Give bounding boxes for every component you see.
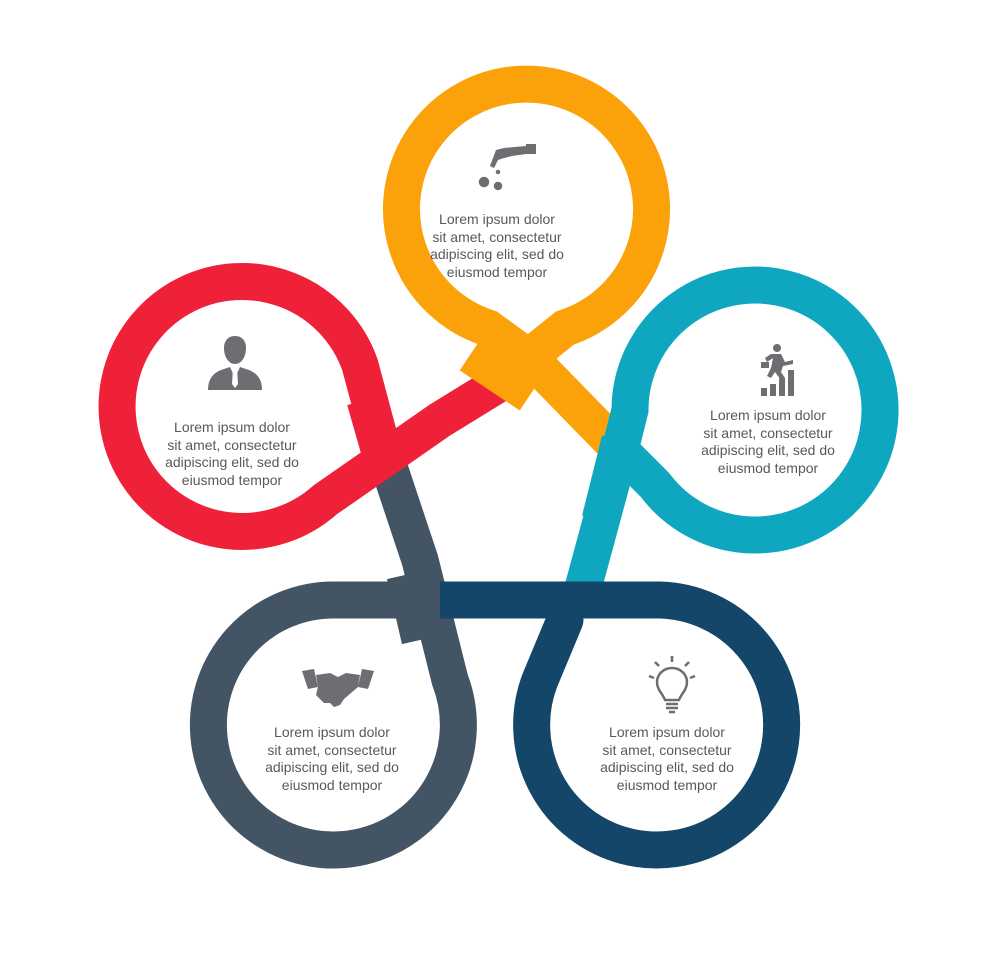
loop-red [98, 263, 524, 550]
text-line: sit amet, consectetur [432, 228, 562, 245]
weave-teal-over [582, 435, 638, 525]
text-line: Lorem ipsum dolor [609, 724, 725, 740]
node-text-red: Lorem ipsum dolor sit amet, consectetur … [127, 419, 337, 489]
text-line: sit amet, consectetur [602, 741, 732, 758]
text-line: eiusmod tempor [446, 263, 548, 280]
text-line: adipiscing elit, sed do [430, 246, 564, 262]
weave-red-over [347, 394, 403, 476]
loop-slate [189, 451, 477, 869]
loop-navy [421, 581, 801, 869]
text-line: Lorem ipsum dolor [710, 407, 826, 423]
weave-slate-over [386, 570, 439, 645]
loop-orange [383, 65, 670, 459]
node-text-slate: Lorem ipsum dolor sit amet, consectetur … [227, 724, 437, 794]
hand-gears-icon [477, 144, 536, 192]
text-line: adipiscing elit, sed do [265, 759, 399, 775]
text-line: eiusmod tempor [181, 471, 283, 488]
businessman-climbing-chart-icon [761, 344, 794, 396]
text-line: eiusmod tempor [717, 459, 819, 476]
weave-orange-over [459, 339, 541, 411]
text-line: sit amet, consectetur [167, 436, 297, 453]
node-text-navy: Lorem ipsum dolor sit amet, consectetur … [562, 724, 772, 794]
text-line: adipiscing elit, sed do [600, 759, 734, 775]
text-line: sit amet, consectetur [267, 741, 397, 758]
text-line: adipiscing elit, sed do [165, 454, 299, 470]
text-line: sit amet, consectetur [703, 424, 833, 441]
lightbulb-icon [648, 656, 696, 714]
loop-teal [564, 266, 899, 607]
text-line: eiusmod tempor [281, 776, 383, 793]
text-line: Lorem ipsum dolor [439, 211, 555, 227]
text-line: Lorem ipsum dolor [174, 419, 290, 435]
node-text-teal: Lorem ipsum dolor sit amet, consectetur … [663, 407, 873, 477]
text-line: adipiscing elit, sed do [701, 442, 835, 458]
node-text-orange: Lorem ipsum dolor sit amet, consectetur … [392, 211, 602, 281]
businessman-icon [208, 336, 262, 390]
text-line: Lorem ipsum dolor [274, 724, 390, 740]
text-line: eiusmod tempor [616, 776, 718, 793]
handshake-icon [302, 669, 374, 707]
